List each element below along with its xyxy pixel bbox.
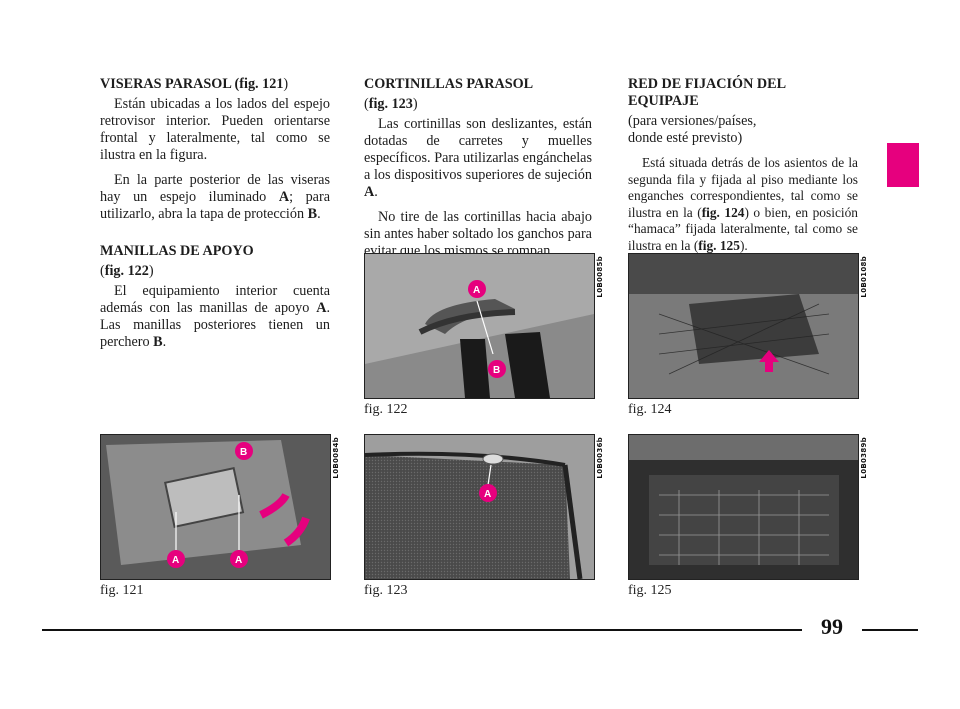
callout-b: B xyxy=(493,365,500,376)
heading-visors: VISERAS PARASOL (fig. 121) xyxy=(100,76,289,92)
figure-124-photo xyxy=(628,253,859,399)
paragraph: Están ubicadas a los lados del espejo re… xyxy=(100,96,330,163)
footer-rule xyxy=(862,629,918,631)
paragraph: El equipamiento interior cuenta además c… xyxy=(100,283,330,350)
callout-a: A xyxy=(235,555,242,566)
column-curtains: CORTINILLAS PARASOL (fig. 123) Las corti… xyxy=(364,76,592,268)
callout-b: B xyxy=(240,447,247,458)
paragraph: En la parte posterior de las viseras hay… xyxy=(100,172,331,222)
figure-code: L0B0108b xyxy=(860,256,868,298)
figure-caption: fig. 124 xyxy=(628,402,672,417)
footer-rule xyxy=(42,629,802,631)
figure-caption: fig. 122 xyxy=(364,402,408,417)
figure-code: L0B0084b xyxy=(332,437,340,479)
figure-code: L0B0389b xyxy=(860,437,868,479)
callout-a: A xyxy=(484,489,491,500)
subheading-availability: (para versiones/países,donde esté previs… xyxy=(628,113,757,146)
column-visors: VISERAS PARASOL (fig. 121) Están ubicada… xyxy=(100,76,330,359)
heading-handles-ref: (fig. 122) xyxy=(100,263,154,279)
figure-123-photo: A xyxy=(364,434,595,580)
callout-a: A xyxy=(172,555,179,566)
paragraph: Está situada detrás de los asientos de l… xyxy=(628,155,858,253)
page-number: 99 xyxy=(821,614,843,639)
heading-curtains: CORTINILLAS PARASOL xyxy=(364,76,534,92)
figure-122-photo: A B xyxy=(364,253,595,399)
figure-125-photo xyxy=(628,434,859,580)
figure-caption: fig. 123 xyxy=(364,583,408,598)
callout-a: A xyxy=(473,285,480,296)
figure-code: L0B0085b xyxy=(596,256,604,298)
paragraph: Las cortinillas son deslizantes, están d… xyxy=(364,116,592,200)
figure-caption: fig. 121 xyxy=(100,583,144,598)
section-tab xyxy=(887,143,919,187)
figure-caption: fig. 125 xyxy=(628,583,672,598)
figure-code: L0B0036b xyxy=(596,437,604,479)
figure-121-photo: B A A xyxy=(100,434,331,580)
heading-curtains-ref: (fig. 123) xyxy=(364,96,418,112)
heading-handles: MANILLAS DE APOYO xyxy=(100,243,254,259)
